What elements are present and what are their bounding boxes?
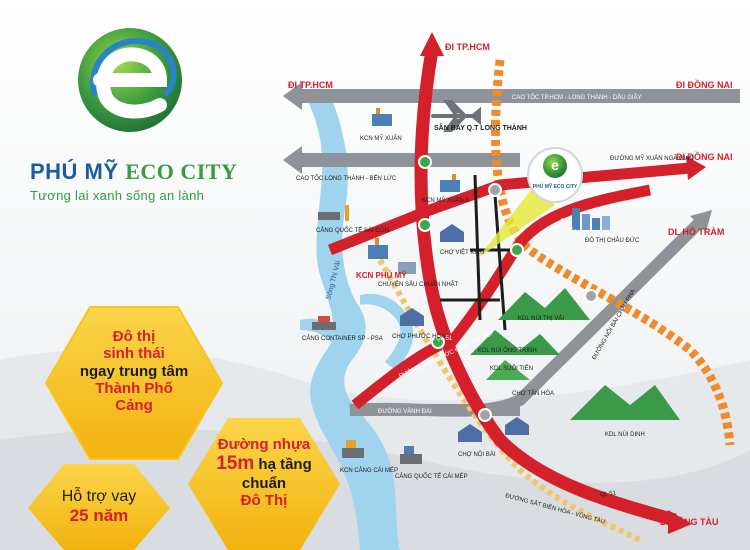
dir-east-top: ĐI ĐỒNG NAI — [676, 79, 733, 90]
hex2-line2b: hạ tầng — [258, 456, 312, 474]
kcn-my-xuan-a-label: KCN MỸ XUÂN A — [422, 197, 469, 204]
railway — [377, 59, 735, 543]
kcn-phu-my-icon — [368, 238, 388, 259]
kcn-my-xuan-a-icon — [440, 174, 460, 192]
kcn-my-xuan-label: KCN MỸ XUÂN — [360, 135, 402, 142]
mountain-nui-ong-trinh — [470, 330, 560, 355]
junction-markers — [418, 155, 598, 422]
do-thi-chau-duc-label: ĐÔ THỊ CHÂU ĐỨC — [585, 237, 640, 244]
brand-name-2: ECO CITY — [125, 159, 238, 184]
project-marker: e PHÚ MỸ ECO CITY — [527, 147, 583, 203]
hexagon-3 — [28, 464, 170, 550]
hexagon-1 — [44, 306, 224, 460]
kcn-my-xuan-icon — [372, 108, 392, 126]
expressway-hcm-label: CAO TỐC TP.HCM - LONG THÀNH - DẦU GIÂY — [512, 94, 642, 101]
river-branch — [360, 293, 414, 370]
hex1-line1: Đô thị — [112, 328, 156, 345]
mountain-nui-thi-vai — [498, 288, 590, 320]
svg-text:e: e — [551, 157, 559, 173]
cho-tan-hoa-label: CHỢ TÂN HÒA — [512, 390, 554, 397]
kcn-cai-mep-icon — [342, 440, 364, 458]
cang-cai-mep-icon — [400, 446, 422, 464]
hexagon-1-text: Đô thị sinh thái ngay trung tâm Thành Ph… — [48, 328, 220, 414]
marker-label: PHÚ MỸ ECO CITY — [533, 183, 578, 190]
road-965 — [351, 340, 443, 410]
cho-phuoc-hoa-icon — [400, 308, 424, 326]
brand-name-1: PHÚ MỸ — [30, 159, 119, 184]
hex2-line3: chuẩn — [241, 475, 287, 493]
airport-label: SÂN BAY Q.T LONG THÀNH — [434, 123, 527, 132]
kcn-phu-my-label: KCN PHÚ MỸ — [356, 271, 407, 280]
kdl-suoi-tien-label: KDL SUỐI TIÊN — [490, 364, 533, 372]
cang-cai-mep-label: CẢNG QUỐC TẾ CÁI MÉP — [395, 473, 468, 480]
hex3-line1: Hỗ trợ vay — [61, 488, 137, 505]
hex1-line3: ngay trung tâm — [79, 362, 189, 380]
road-my-xuan-nga-giao — [327, 156, 706, 256]
brand-block: PHÚ MỸ ECO CITY Tương lai xanh sống an l… — [30, 159, 238, 204]
kdl-nui-dinh-label: KDL NÚI DINH — [605, 431, 645, 438]
cang-container-icon — [312, 316, 336, 330]
dir-vung-tau: ĐI VŨNG TÀU — [660, 517, 719, 527]
brand-tagline: Tương lai xanh sống an lành — [30, 188, 205, 204]
dir-north: ĐI TP.HCM — [445, 42, 490, 52]
cho-tan-hoa-icon — [505, 417, 529, 435]
road-ql51 — [414, 32, 692, 534]
cho-noi-bai-label: CHỢ NỘI BÀI — [458, 451, 496, 458]
cho-phuoc-hoa-label: CHỢ PHƯỚC HÒA — [392, 333, 445, 340]
hex1-line2: sinh thái — [103, 345, 165, 363]
kcn-cai-mep-label: KCN CẢNG CÁI MÉP — [340, 467, 398, 474]
expressway-lt-label: CAO TỐC LONG THÀNH - BẾN LỨC — [296, 175, 397, 182]
location-beam — [478, 185, 555, 258]
dir-ho-tram: DL HỒ TRÀM — [668, 226, 724, 237]
cang-sai-gon-icon — [318, 205, 349, 221]
ql51-label-north: QL 51 — [436, 336, 453, 342]
cang-container-label: CẢNG CONTAINER SP - PSA — [302, 335, 383, 342]
road-local-black — [440, 174, 510, 331]
dir-west: ĐI TP.HCM — [288, 80, 333, 90]
cho-viet-kieu-label: CHỢ VIỆT KIỀU — [440, 248, 484, 256]
hexagon-2-text: Đường nhựa 15m hạ tầng chuẩn Đô Thị — [190, 436, 338, 510]
mountain-suoi-tien — [486, 360, 530, 380]
hexagon-3-text: Hỗ trợ vay 25 năm — [30, 488, 168, 526]
kdl-nui-thi-vai-label: KDL NÚI THỊ VẢI — [518, 315, 564, 322]
airplane-icon — [431, 100, 481, 132]
kdl-nui-ong-trinh-label: KDL NÚI ÔNG TRỊNH — [478, 347, 537, 354]
chuyen-sau-label: CHUYÊN SÂU CHUẨN NHẬT — [378, 280, 459, 288]
cho-noi-bai-icon — [458, 424, 482, 442]
hex3-line2: 25 năm — [69, 506, 129, 526]
thi-vai-river — [305, 95, 400, 550]
mountain-nui-dinh — [570, 385, 680, 420]
vanh-dai-label: ĐƯỜNG VÀNH ĐAI — [378, 408, 432, 415]
hex1-line4: Thành Phố — [95, 379, 173, 397]
hex2-line4: Đô Thị — [240, 492, 288, 510]
expressway-lt-bl — [283, 146, 520, 174]
hex1-line5: Cảng — [115, 397, 153, 414]
cho-viet-kieu-icon — [440, 224, 464, 242]
hexagon-2 — [188, 418, 340, 550]
chuyen-sau-icon — [398, 262, 416, 274]
ql51-label-south: QL 51 — [600, 491, 617, 498]
my-xuan-road-label: ĐƯỜNG MỸ XUÂN NGÃ GIAO — [610, 155, 694, 162]
expressway-hcm-lt-dg — [283, 82, 740, 110]
hex2-line2a: 15m — [216, 453, 255, 475]
cang-sai-gon-label: CẢNG QUỐC TẾ SÀI GÒN — [316, 227, 389, 234]
dir-east-mid: ĐI ĐỒNG NAI — [676, 151, 733, 162]
hex2-line1: Đường nhựa — [217, 436, 311, 453]
do-thi-chau-duc-icon — [572, 208, 610, 230]
brand-logo — [78, 28, 182, 132]
